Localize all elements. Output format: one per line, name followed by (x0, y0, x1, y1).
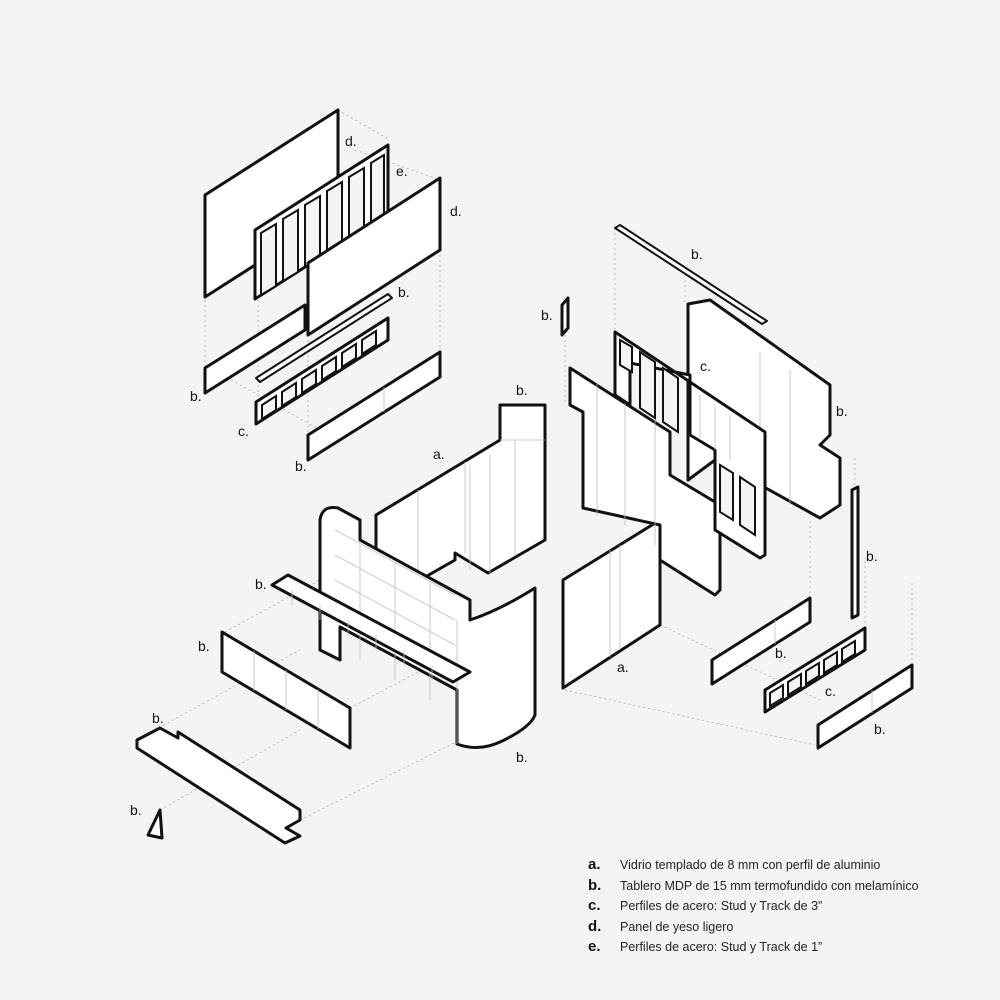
callout-a-2: a. (617, 659, 629, 675)
callout-b-2: b. (190, 388, 202, 404)
legend-text: Vidrio templado de 8 mm con perfil de al… (620, 858, 881, 872)
callout-b-3: b. (295, 458, 307, 474)
mdp-base-board (135, 726, 302, 845)
callout-c-2: c. (700, 358, 711, 374)
mdp-small-triangle (146, 808, 164, 840)
callout-e: e. (396, 163, 408, 179)
legend-key: e. (588, 938, 601, 955)
glass-wall-right (568, 366, 722, 597)
callout-b-5: b. (691, 246, 703, 262)
callout-c-1: c. (238, 423, 249, 439)
callout-c-3: c. (825, 683, 836, 699)
steel-stud-frame-3in-right (613, 330, 767, 560)
callout-a-1: a. (433, 446, 445, 462)
callout-labels: d. e. d. b. b. c. b. b. a. b. b. c. b. b… (130, 133, 886, 818)
legend-item-b: b. Tablero MDP de 15 mm termofundido con… (588, 877, 978, 898)
mdp-board-left (203, 303, 307, 395)
callout-b-4: b. (516, 382, 528, 398)
mdp-board-right-lower (816, 663, 914, 750)
callout-b-1: b. (398, 284, 410, 300)
legend-item-e: e. Perfiles de acero: Stud y Track de 1” (588, 938, 978, 959)
legend-text: Perfiles de acero: Stud y Track de 3” (620, 899, 823, 913)
mdp-board-right-upper (710, 596, 812, 686)
mdp-board-lower-left (306, 350, 442, 462)
callout-b-14: b. (516, 749, 528, 765)
mdp-post-tall (850, 485, 860, 620)
legend-key: a. (588, 856, 601, 873)
mdp-front-board (220, 630, 352, 750)
callout-b-6: b. (541, 307, 553, 323)
materials-legend: a. Vidrio templado de 8 mm con perfil de… (588, 856, 978, 959)
legend-item-a: a. Vidrio templado de 8 mm con perfil de… (588, 856, 978, 877)
callout-d-1: d. (345, 133, 357, 149)
mdp-strip-top-thin (255, 293, 393, 383)
legend-key: c. (588, 897, 601, 914)
steel-stud-frame-1in (253, 143, 390, 301)
steel-stud-frame-3in-left (254, 316, 390, 426)
callout-b-12: b. (152, 710, 164, 726)
callout-b-15: b. (130, 802, 142, 818)
callout-b-9: b. (255, 576, 267, 592)
front-desk-unit (318, 506, 537, 749)
callout-b-10: b. (198, 638, 210, 654)
glass-panel-center (561, 518, 662, 690)
callout-b-13: b. (874, 721, 886, 737)
legend-key: d. (588, 917, 602, 935)
legend-key: b. (588, 876, 602, 894)
callout-b-7: b. (836, 403, 848, 419)
callout-b-11: b. (775, 645, 787, 661)
legend-text: Panel de yeso ligero (620, 919, 734, 934)
gypsum-panel-right (306, 176, 442, 337)
legend-item-d: d. Panel de yeso ligero (588, 918, 978, 939)
mdp-strip-long (614, 224, 768, 325)
mdp-post-small (560, 296, 570, 337)
shelf-strip-left (270, 573, 472, 684)
steel-stud-frame-3in-lower (763, 626, 867, 714)
callout-d-2: d. (450, 203, 462, 219)
legend-text: Perfiles de acero: Stud y Track de 1” (620, 940, 823, 954)
legend-item-c: c. Perfiles de acero: Stud y Track de 3” (588, 897, 978, 918)
callout-b-8: b. (866, 548, 878, 564)
legend-text: Tablero MDP de 15 mm termofundido con me… (620, 878, 919, 893)
